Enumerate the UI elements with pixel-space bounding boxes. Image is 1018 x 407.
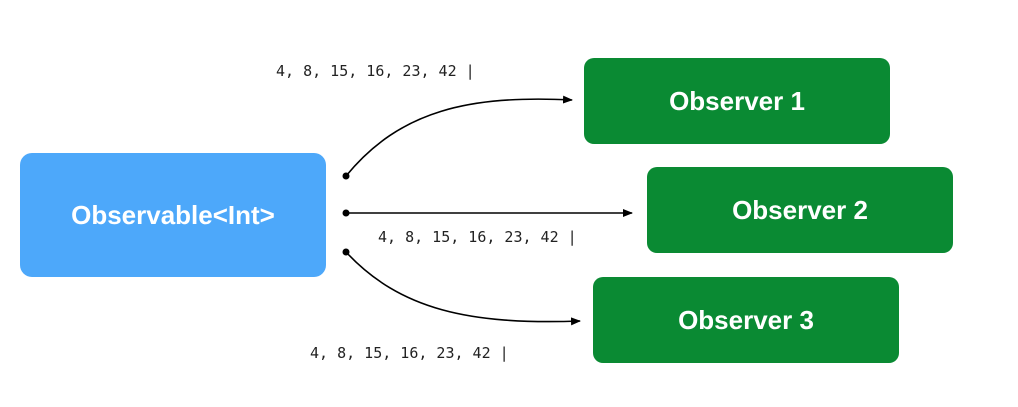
arrow-to-observer-1	[345, 95, 573, 177]
observable-box: Observable<Int>	[20, 153, 326, 277]
observer-3-box: Observer 3	[593, 277, 899, 363]
observer-3-label: Observer 3	[678, 304, 814, 335]
stream-label-3: 4, 8, 15, 16, 23, 42 |	[310, 344, 509, 362]
observable-label: Observable<Int>	[71, 199, 275, 230]
observer-1-label: Observer 1	[669, 85, 805, 116]
stream-label-1: 4, 8, 15, 16, 23, 42 |	[276, 62, 475, 80]
observer-2-label: Observer 2	[732, 194, 868, 225]
arrow-to-observer-3	[345, 251, 581, 326]
observer-1-box: Observer 1	[584, 58, 890, 144]
observer-2-box: Observer 2	[647, 167, 953, 253]
stream-label-2: 4, 8, 15, 16, 23, 42 |	[378, 228, 577, 246]
